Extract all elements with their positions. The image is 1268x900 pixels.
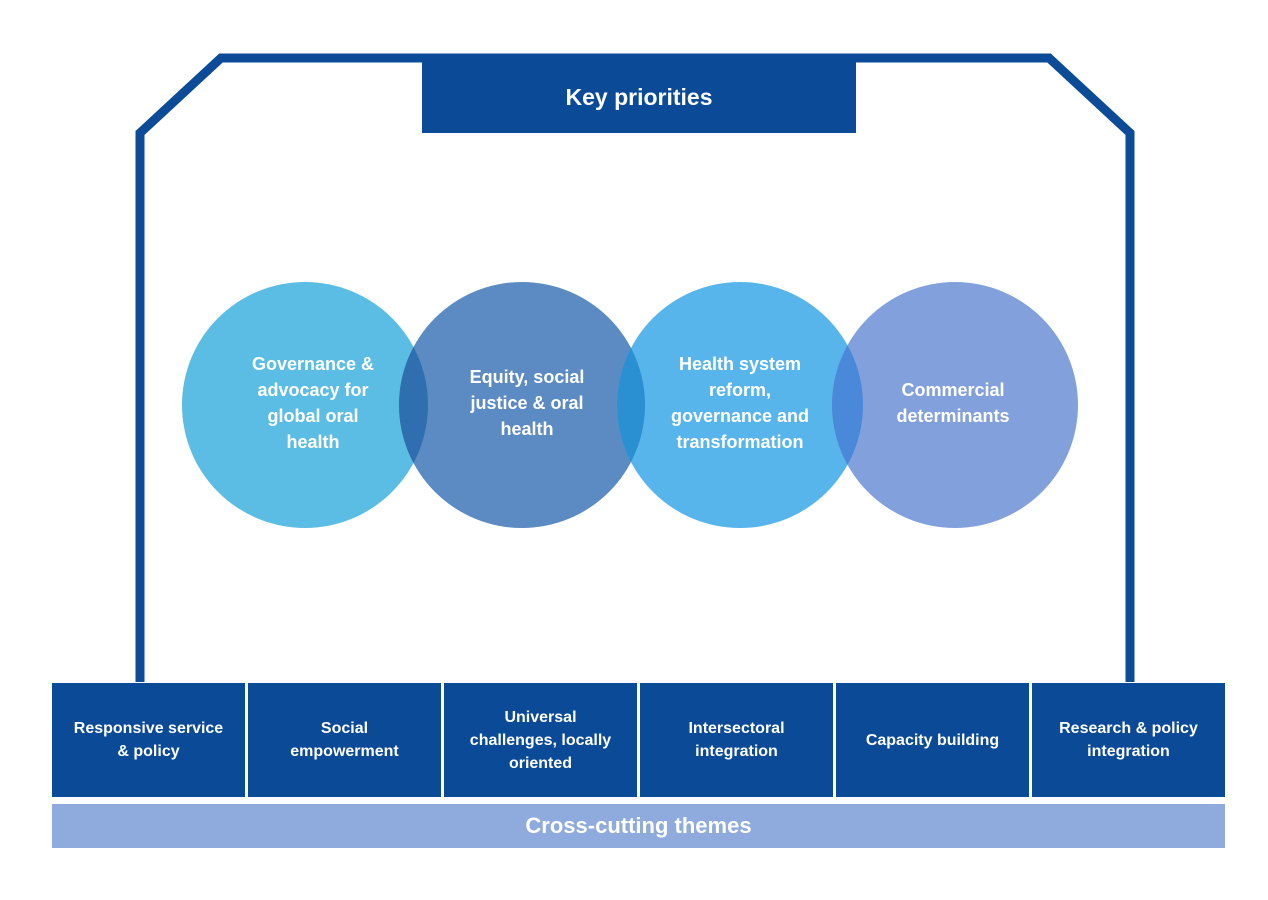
priority-label-4: Commercial determinants	[896, 380, 1010, 426]
priority-circle-4	[832, 282, 1078, 528]
cross-cutting-bar	[52, 804, 1225, 848]
priority-label-2: Equity, social justice & oral health	[469, 367, 585, 439]
theme-box-6	[1032, 683, 1225, 797]
priority-label-3: Health system reform, governance and tra…	[670, 354, 810, 452]
title-box	[422, 62, 856, 133]
theme-label-2: Social empowerment	[290, 720, 399, 760]
theme-box-2	[248, 683, 441, 797]
theme-box-3	[444, 683, 637, 797]
title: Key priorities	[565, 84, 713, 110]
theme-label-5: Capacity building	[865, 731, 1000, 749]
cross-cutting-label: Cross-cutting themes	[525, 813, 752, 838]
theme-label-6: Research & policy integration	[1059, 720, 1198, 760]
priority-circle-2	[399, 282, 645, 528]
theme-label-4: Intersectoral integration	[688, 720, 785, 760]
priority-circle-3	[617, 282, 863, 528]
theme-box-1	[52, 683, 245, 797]
theme-label-1: Responsive service & policy	[73, 720, 224, 760]
theme-label-3: Universal challenges, locally oriented	[469, 708, 612, 772]
theme-box-4	[640, 683, 833, 797]
theme-box-5	[836, 683, 1029, 797]
priority-label-1: Governance & advocacy for global oral he…	[251, 354, 375, 452]
priority-circle-1	[182, 282, 428, 528]
frame-outline	[135, 53, 1135, 682]
theme-boxes	[52, 683, 1225, 797]
